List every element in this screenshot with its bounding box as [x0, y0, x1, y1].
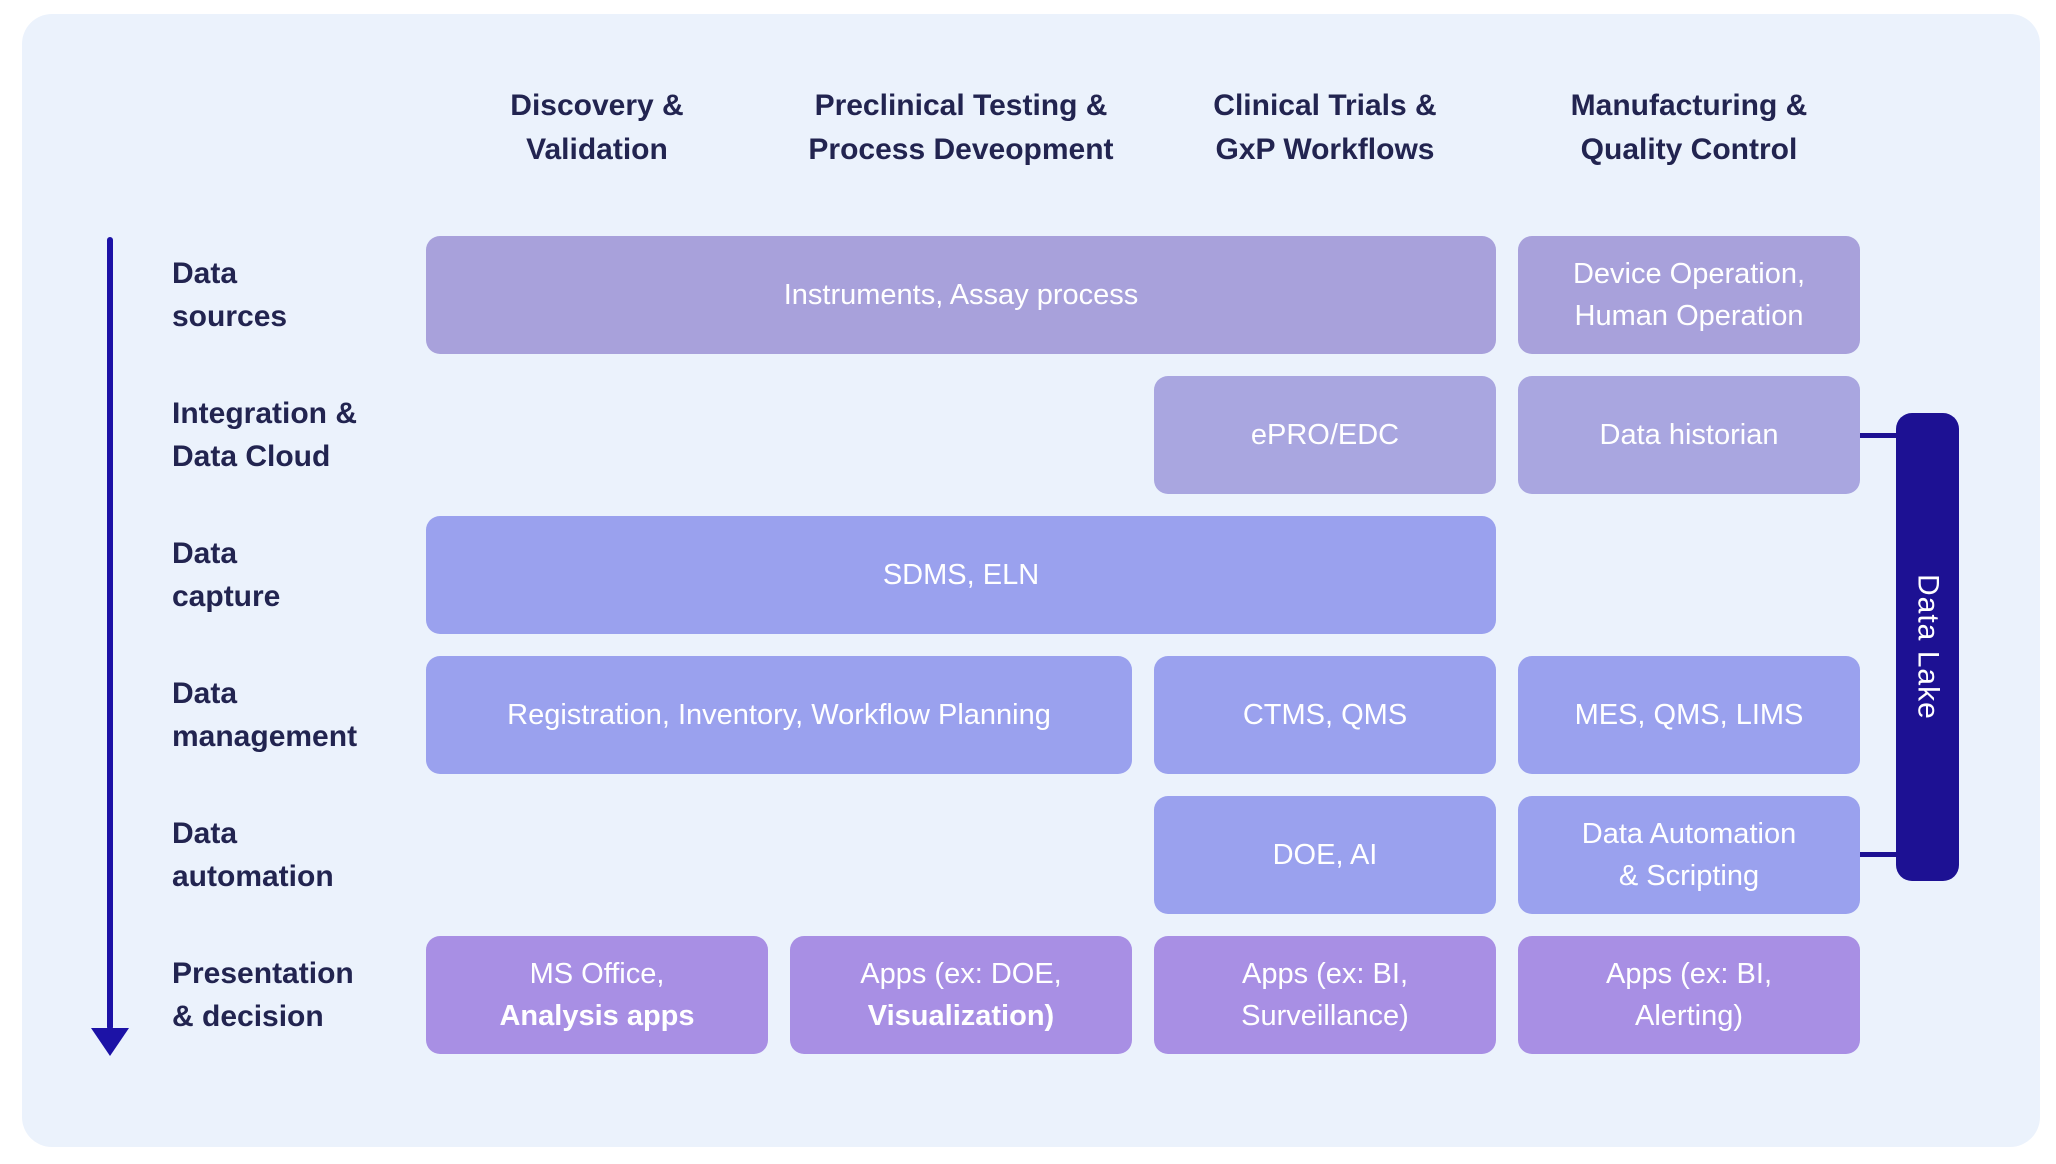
row-label-line: Data	[172, 537, 238, 570]
box-mes-qms-lims: MES, QMS, LIMS	[1518, 656, 1860, 774]
box-label-line: Alerting)	[1635, 1000, 1743, 1032]
box-label: SDMS, ELN	[882, 559, 1040, 591]
box-label-line: Analysis apps	[499, 1000, 695, 1032]
column-header-line: Manufacturing &	[1570, 89, 1808, 122]
row-label-line: Data Cloud	[172, 440, 331, 473]
box-data-automation-scripting: Data Automation & Scripting	[1518, 796, 1860, 914]
connector-data-historian-to-lake	[1860, 433, 1900, 438]
box-label-line: Apps (ex: BI,	[1605, 958, 1772, 990]
column-header-line: Quality Control	[1580, 133, 1798, 166]
row-label-line: Data	[172, 817, 238, 850]
row-label-data-sources: Data sources	[172, 236, 422, 354]
box-label: Instruments, Assay process	[783, 279, 1139, 311]
row-label-integration-data-cloud: Integration & Data Cloud	[172, 376, 422, 494]
box-label-line: Surveillance)	[1241, 1000, 1409, 1032]
flow-arrow-head-icon	[91, 1028, 129, 1056]
box-label: MES, QMS, LIMS	[1574, 699, 1804, 731]
row-label-line: Data	[172, 677, 238, 710]
box-instruments-assay-process: Instruments, Assay process	[426, 236, 1496, 354]
column-header-line: GxP Workflows	[1215, 133, 1435, 166]
column-header-line: Process Deveopment	[808, 133, 1114, 166]
box-label-line: Human Operation	[1574, 300, 1804, 332]
connector-data-automation-to-lake	[1860, 852, 1900, 857]
box-epro-edc: ePRO/EDC	[1154, 376, 1496, 494]
box-label-line: Data Automation	[1581, 818, 1797, 850]
column-header-discovery-validation: Discovery & Validation	[397, 84, 797, 180]
box-label-line: Apps (ex: BI,	[1241, 958, 1408, 990]
box-device-human-operation: Device Operation, Human Operation	[1518, 236, 1860, 354]
row-label-line: Data	[172, 257, 238, 290]
row-label-data-automation: Data automation	[172, 796, 422, 914]
box-apps-bi-alerting: Apps (ex: BI, Alerting)	[1518, 936, 1860, 1054]
column-header-line: Discovery &	[510, 89, 684, 122]
box-label-line: Visualization)	[867, 1000, 1055, 1032]
box-label-line: Device Operation,	[1572, 258, 1806, 290]
column-header-line: Clinical Trials &	[1213, 89, 1437, 122]
row-label-line: & decision	[172, 1000, 324, 1033]
column-header-preclinical: Preclinical Testing & Process Deveopment	[761, 84, 1161, 180]
box-label: Registration, Inventory, Workflow Planni…	[507, 699, 1051, 731]
box-apps-bi-surveillance: Apps (ex: BI, Surveillance)	[1154, 936, 1496, 1054]
row-label-presentation-decision: Presentation & decision	[172, 936, 422, 1054]
box-sdms-eln: SDMS, ELN	[426, 516, 1496, 634]
row-label-line: capture	[172, 580, 281, 613]
box-data-historian: Data historian	[1518, 376, 1860, 494]
row-label-line: Presentation	[172, 957, 354, 990]
box-ctms-qms: CTMS, QMS	[1154, 656, 1496, 774]
row-label-line: sources	[172, 300, 288, 333]
box-label-line: Apps (ex: DOE,	[860, 958, 1062, 990]
row-label-data-capture: Data capture	[172, 516, 422, 634]
box-label-line: & Scripting	[1618, 860, 1760, 892]
row-label-line: management	[172, 720, 358, 753]
box-label: CTMS, QMS	[1242, 699, 1408, 731]
row-label-data-management: Data management	[172, 656, 422, 774]
box-registration-inventory-workflow: Registration, Inventory, Workflow Planni…	[426, 656, 1132, 774]
box-doe-ai: DOE, AI	[1154, 796, 1496, 914]
column-header-line: Preclinical Testing &	[814, 89, 1108, 122]
data-lake-bar: Data Lake	[1896, 413, 1959, 881]
column-header-line: Validation	[526, 133, 668, 166]
box-apps-doe-visualization: Apps (ex: DOE, Visualization)	[790, 936, 1132, 1054]
box-label: DOE, AI	[1272, 839, 1378, 871]
column-header-clinical-trials: Clinical Trials & GxP Workflows	[1125, 84, 1525, 180]
column-header-manufacturing: Manufacturing & Quality Control	[1489, 84, 1889, 180]
box-label-line: MS Office,	[529, 958, 665, 990]
box-label: ePRO/EDC	[1250, 419, 1400, 451]
row-label-line: automation	[172, 860, 334, 893]
data-lake-label: Data Lake	[1911, 574, 1945, 720]
flow-arrow-line	[107, 237, 113, 1030]
box-ms-office-analysis-apps: MS Office, Analysis apps	[426, 936, 768, 1054]
box-label: Data historian	[1599, 419, 1779, 451]
row-label-line: Integration &	[172, 397, 357, 430]
